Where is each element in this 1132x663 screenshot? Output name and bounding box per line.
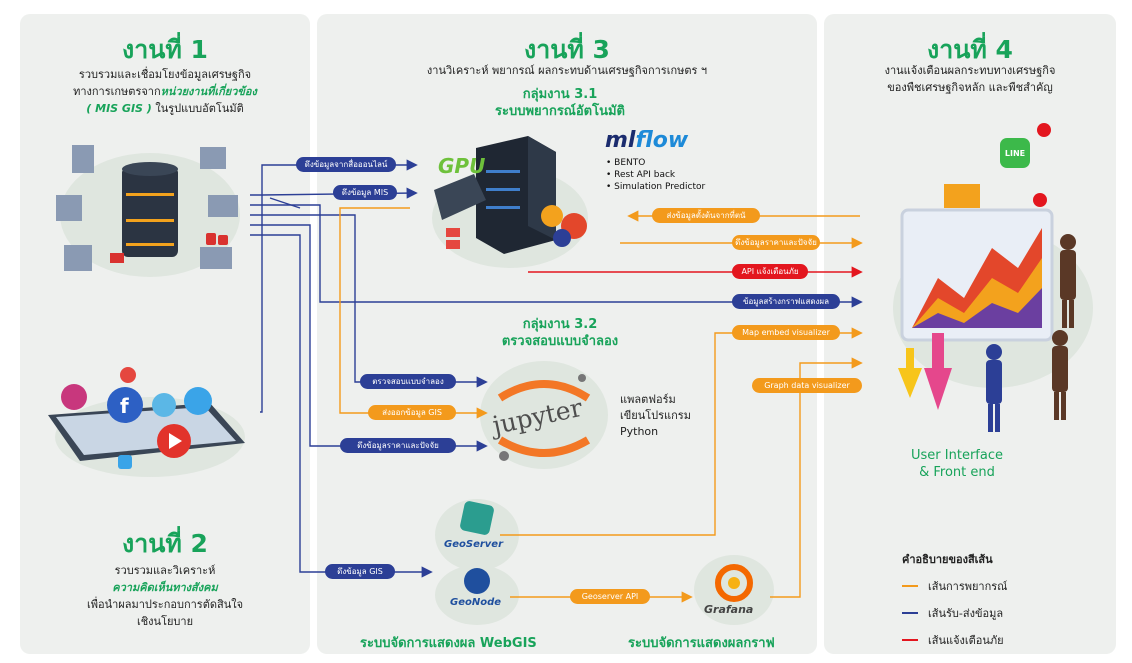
mlflow-item: • Rest API back (606, 170, 676, 180)
legend-item-data: เส้นรับ-ส่งข้อมูล (902, 604, 1082, 622)
pill-gis-export: ส่งออกข้อมูล GIS (368, 405, 456, 420)
gpu-label: GPU (438, 154, 486, 178)
geoserver-label: GeoServer (444, 539, 504, 550)
pill-api-alert: API แจ้งเตือนภัย (732, 264, 808, 279)
task2-title: งานที่ 2 (122, 529, 208, 558)
dashboard-icon (893, 123, 1093, 432)
group2-label: กลุ่มงาน 3.2 (522, 317, 598, 332)
task1-line1: รวบรวมและเชื่อมโยงข้อมูลเศรษฐกิจ (78, 68, 252, 81)
webgis-label: ระบบจัดการแสดงผล WebGIS (360, 636, 537, 651)
facebook-icon (107, 387, 143, 423)
pill-geoserver-api: Geoserver API (570, 589, 650, 604)
geoserver-geonode-icon (435, 499, 519, 625)
task3-title: งานที่ 3 (524, 35, 610, 64)
pill-graph-visualizer: Graph data visualizer (752, 378, 862, 393)
task4-line1: งานแจ้งเตือนผลกระทบทางเศรษฐกิจ (884, 64, 1056, 77)
pill-initial-data: ส่งข้อมูลตั้งต้นจากที่ตนั (652, 208, 760, 223)
gpu-illustration: GPU (428, 130, 588, 270)
alert-icon (1037, 123, 1051, 137)
task1-line2-highlight: หน่วยงานที่เกี่ยวข้อง (160, 85, 257, 98)
task2-description: รวบรวมและวิเคราะห์ ความคิดเห็นทางสังคม เ… (20, 562, 310, 630)
task2-line2: ความคิดเห็นทางสังคม (112, 581, 218, 594)
jupyter-illustration: jupyter (478, 360, 610, 470)
geonode-label: GeoNode (450, 597, 502, 608)
jupyter-desc-line: แพลตฟอร์ม (620, 393, 676, 406)
task1-line3: ( MIS GIS ) ในรูปแบบอัตโนมัติ (20, 100, 310, 117)
database-icon (56, 145, 240, 277)
task1-line2: ทางการเกษตรจากหน่วยงานที่เกี่ยวข้อง (20, 83, 310, 100)
pill-price-factor-top: ดึงข้อมูลราคาและปัจจัย (732, 235, 820, 250)
ui-label-line1: User Interface (911, 448, 1003, 463)
group2-heading: กลุ่มงาน 3.2 ตรวจสอบแบบจำลอง (420, 316, 700, 350)
messenger-icon (152, 393, 176, 417)
group1-heading: กลุ่มงาน 3.1 ระบบพยากรณ์อัตโนมัติ (420, 86, 700, 120)
heart-icon (120, 367, 136, 383)
legend-title: คำอธิบายของสีเส้น (902, 553, 993, 566)
social-media-illustration: f (40, 365, 250, 480)
legend-item-alert: เส้นแจ้งเตือนภัย (902, 631, 1082, 649)
pill-online-media: ดึงข้อมูลจากสื่อออนไลน์ (296, 157, 396, 172)
arrow-up-icon (924, 333, 952, 410)
grafana-icon (694, 555, 774, 625)
svg-text:f: f (120, 394, 129, 418)
task2-line3: เพื่อนำผลมาประกอบการตัดสินใจ (86, 598, 244, 611)
mlflow-item: • Simulation Predictor (606, 182, 706, 192)
pill-price-factor-bottom: ดึงข้อมูลราคาและปัจจัย (340, 438, 456, 453)
instagram-icon (61, 384, 87, 410)
twitter-icon (184, 387, 212, 415)
pill-model-check: ตรวจสอบแบบจำลอง (360, 374, 456, 389)
ui-label: User Interface & Front end (882, 447, 1032, 481)
alert-icon (1033, 193, 1047, 207)
task1-line3-highlight: ( MIS GIS ) (86, 102, 152, 115)
dashboard-illustration: LINE (888, 118, 1098, 438)
gpu-server-icon (432, 136, 588, 268)
legend-swatch (902, 612, 918, 614)
task2-line4: เชิงนโยบาย (136, 615, 194, 628)
task1-line3-suffix: ในรูปแบบอัตโนมัติ (151, 102, 244, 115)
mlflow-item: • BENTO (606, 158, 646, 168)
mlflow-list: • BENTO • Rest API back • Simulation Pre… (606, 157, 705, 193)
pill-mis: ดึงข้อมูล MIS (333, 185, 397, 200)
line-label: LINE (1004, 149, 1026, 158)
geo-illustration: GeoServer GeoNode (432, 495, 522, 625)
graph-system-label: ระบบจัดการแสดงผลกราฟ (628, 636, 775, 651)
legend: คำอธิบายของสีเส้น เส้นการพยากรณ์ เส้นรับ… (902, 550, 1082, 649)
mail-icon (944, 184, 980, 208)
task1-description: รวบรวมและเชื่อมโยงข้อมูลเศรษฐกิจ ทางการเ… (20, 66, 310, 117)
group2-name: ตรวจสอบแบบจำลอง (501, 334, 619, 349)
task4-line2: ของพืชเศรษฐกิจหลัก และพืชสำคัญ (887, 81, 1053, 94)
database-illustration (50, 135, 250, 290)
jupyter-desc-line: เขียนโปรแกรม (620, 409, 691, 422)
mlflow-name: flow (635, 128, 689, 153)
jupyter-description: แพลตฟอร์ม เขียนโปรแกรม Python (620, 392, 691, 440)
legend-swatch (902, 585, 918, 587)
task1-title: งานที่ 1 (122, 35, 208, 64)
grafana-label: Grafana (704, 603, 754, 616)
legend-swatch (902, 639, 918, 641)
gear-icon (541, 205, 563, 227)
group1-label: กลุ่มงาน 3.1 (522, 87, 598, 102)
pill-map-embed: Map embed visualizer (732, 325, 840, 340)
like-icon (118, 455, 132, 469)
gear-icon (553, 229, 571, 247)
task4-title: งานที่ 4 (927, 35, 1013, 64)
arrow-up-icon (898, 348, 922, 398)
line-icon (1000, 138, 1030, 168)
task2-line1: รวบรวมและวิเคราะห์ (114, 564, 216, 577)
pill-gis: ดึงข้อมูล GIS (325, 564, 395, 579)
group1-name: ระบบพยากรณ์อัตโนมัติ (495, 104, 625, 119)
smartphone-icon: f (48, 367, 245, 477)
legend-item-forecast: เส้นการพยากรณ์ (902, 577, 1082, 595)
pill-graph-data: ข้อมูลสร้างกราฟแสดงผล (732, 294, 840, 309)
mlflow-logo: mlflow (605, 128, 688, 153)
mlflow-prefix: ml (605, 128, 636, 153)
grafana-illustration: Grafana (694, 555, 774, 625)
ui-label-line2: & Front end (919, 465, 995, 480)
task4-description: งานแจ้งเตือนผลกระทบทางเศรษฐกิจ ของพืชเศร… (824, 62, 1116, 96)
jupyter-desc-line: Python (620, 425, 659, 438)
task3-description: งานวิเคราะห์ พยากรณ์ ผลกระทบด้านเศรษฐกิจ… (426, 64, 708, 77)
task1-line2-prefix: ทางการเกษตรจาก (73, 85, 161, 98)
